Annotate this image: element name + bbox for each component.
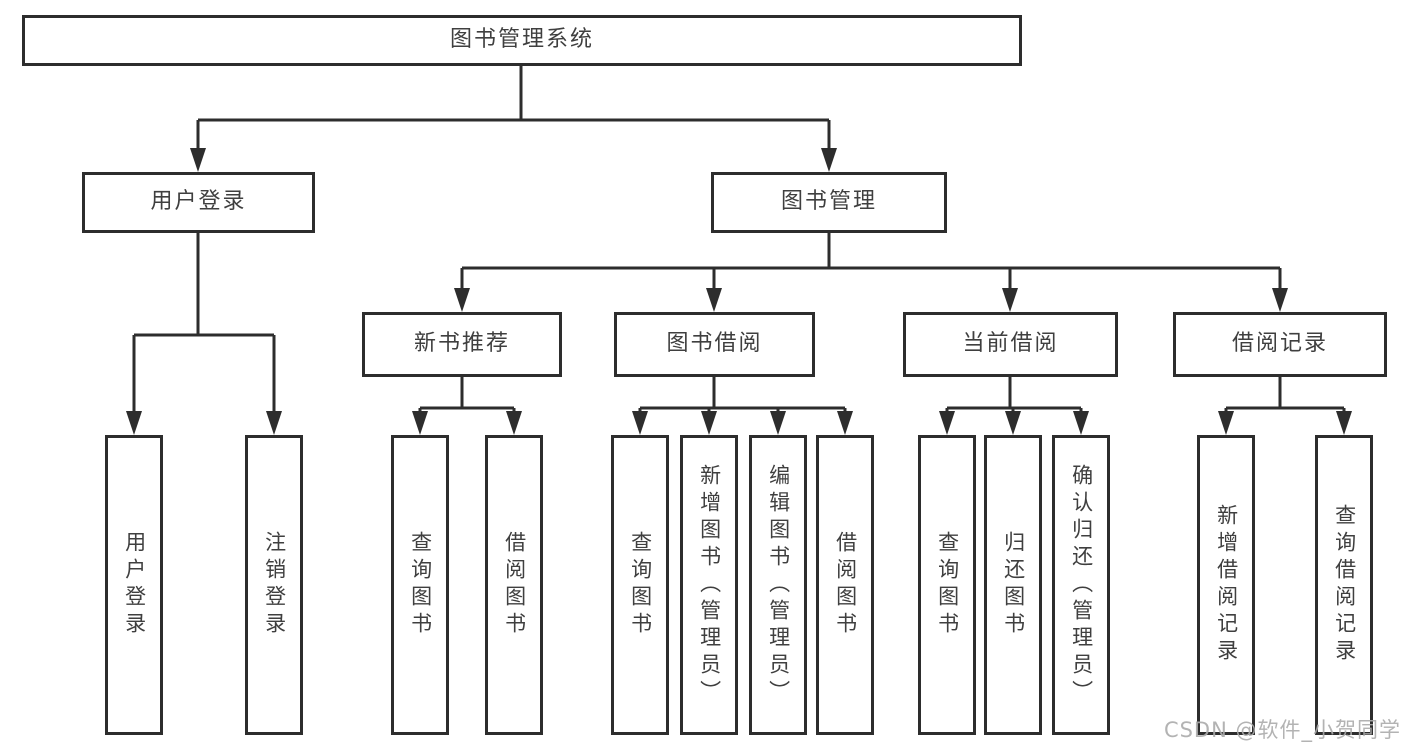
node-leaf-add-book-admin: 新增图书（管理员） — [680, 435, 738, 735]
node-label: 用户登录 — [122, 531, 147, 639]
node-leaf-logout: 注销登录 — [245, 435, 303, 735]
node-label: 借阅图书 — [833, 531, 858, 639]
node-label: 当前借阅 — [962, 331, 1059, 357]
connector-current-borrowing-to-leaves — [939, 377, 1089, 435]
node-book-borrowing: 图书借阅 — [614, 312, 815, 377]
node-label: 查询图书 — [628, 531, 653, 639]
node-leaf-user-login: 用户登录 — [105, 435, 163, 735]
node-label: 借阅记录 — [1231, 331, 1328, 357]
connector-borrowing-records-to-leaves — [1218, 377, 1352, 435]
connector-new-book-recommend-to-leaves — [412, 377, 522, 435]
node-label: 归还图书 — [1001, 531, 1026, 639]
node-leaf-query-books-2: 查询图书 — [611, 435, 669, 735]
node-label: 编辑图书（管理员） — [766, 463, 791, 707]
node-leaf-borrow-books-2: 借阅图书 — [816, 435, 874, 735]
connector-root-to-level2 — [190, 66, 837, 172]
node-book-management: 图书管理 — [711, 172, 947, 233]
node-borrowing-records: 借阅记录 — [1173, 312, 1387, 377]
node-leaf-confirm-return-admin: 确认归还（管理员） — [1052, 435, 1110, 735]
node-label: 新增图书（管理员） — [697, 463, 722, 707]
node-leaf-query-borrow-record: 查询借阅记录 — [1315, 435, 1373, 735]
node-library-management-system: 图书管理系统 — [22, 15, 1022, 66]
node-label: 新书推荐 — [413, 331, 510, 357]
node-label: 图书管理系统 — [449, 27, 594, 53]
node-leaf-query-books-1: 查询图书 — [391, 435, 449, 735]
node-label: 查询图书 — [935, 531, 960, 639]
node-leaf-edit-book-admin: 编辑图书（管理员） — [749, 435, 807, 735]
node-leaf-add-borrow-record: 新增借阅记录 — [1197, 435, 1255, 735]
node-new-book-recommend: 新书推荐 — [362, 312, 562, 377]
node-label: 查询借阅记录 — [1332, 504, 1357, 666]
node-label: 用户登录 — [150, 189, 247, 215]
node-label: 确认归还（管理员） — [1069, 463, 1094, 707]
node-current-borrowing: 当前借阅 — [903, 312, 1118, 377]
node-label: 图书借阅 — [666, 331, 763, 357]
node-leaf-return-book: 归还图书 — [984, 435, 1042, 735]
connector-book-management-to-level3 — [454, 233, 1288, 312]
node-label: 新增借阅记录 — [1214, 504, 1239, 666]
node-leaf-borrow-books-1: 借阅图书 — [485, 435, 543, 735]
node-label: 查询图书 — [408, 531, 433, 639]
node-label: 注销登录 — [262, 531, 287, 639]
connector-user-login-to-leaves — [126, 233, 282, 435]
connector-book-borrowing-to-leaves — [632, 377, 853, 435]
node-label: 借阅图书 — [502, 531, 527, 639]
watermark-csdn: CSDN @软件_小贺同学 — [1163, 718, 1401, 742]
node-leaf-query-books-3: 查询图书 — [918, 435, 976, 735]
node-user-login: 用户登录 — [82, 172, 315, 233]
node-label: 图书管理 — [780, 189, 877, 215]
